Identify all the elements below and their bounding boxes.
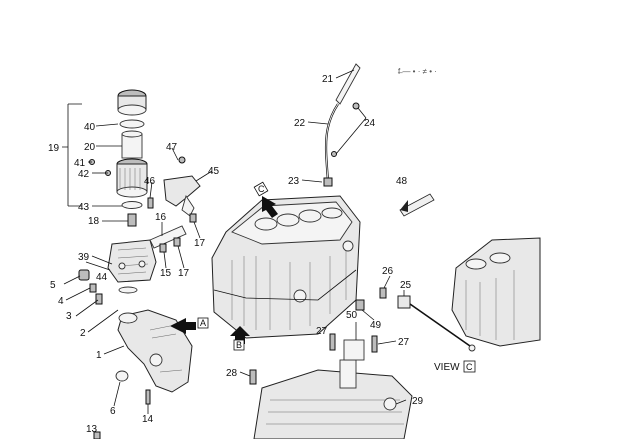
callout-39: 39	[78, 252, 90, 263]
callout-4: 4	[58, 296, 64, 307]
engine-block	[211, 195, 361, 339]
callout-13: 13	[86, 424, 98, 435]
callout-23: 23	[288, 176, 300, 187]
callout-18: 18	[88, 216, 100, 227]
callout-21: 21	[322, 74, 334, 85]
gasket-50	[343, 339, 365, 361]
arrow-48	[399, 193, 435, 217]
callout-17-lower: 17	[178, 268, 190, 279]
callout-29: 29	[412, 396, 424, 407]
engine-block-view-c	[451, 237, 541, 347]
view-arrow-a: A	[170, 317, 209, 334]
callout-27-left: 27	[316, 326, 328, 337]
callout-50: 50	[346, 310, 358, 321]
callout-16: 16	[155, 212, 167, 223]
callout-5: 5	[50, 280, 56, 291]
fitting-3	[95, 293, 103, 305]
seal-6	[115, 370, 129, 382]
callout-48: 48	[396, 176, 408, 187]
pcv-bracket	[147, 156, 201, 217]
bolt-13	[93, 431, 101, 439]
bolt-27-right	[371, 335, 378, 353]
svg-text:A: A	[200, 318, 206, 328]
oil-cooler-adapter	[107, 239, 157, 294]
callout-2: 2	[80, 328, 86, 339]
view-c-letter: C	[466, 362, 473, 372]
callout-28: 28	[226, 368, 238, 379]
bolt-14	[145, 389, 151, 405]
callout-45: 45	[208, 166, 220, 177]
callout-46: 46	[144, 176, 156, 187]
callout-1: 1	[96, 350, 102, 361]
leader-lines	[63, 69, 407, 414]
callout-25: 25	[400, 280, 412, 291]
callout-24: 24	[364, 118, 376, 129]
view-c-label: VIEW	[434, 362, 460, 373]
svg-text:C: C	[258, 184, 265, 194]
callout-19: 19	[48, 143, 60, 154]
callout-47: 47	[166, 142, 178, 153]
callout-22: 22	[294, 118, 306, 129]
dipstick-tube	[323, 63, 361, 187]
callout-15: 15	[160, 268, 172, 279]
bolt-27-left	[329, 333, 336, 351]
callout-44: 44	[96, 272, 108, 283]
callout-3: 3	[66, 311, 72, 322]
view-c-box	[463, 360, 476, 373]
bolt-28	[249, 369, 257, 385]
callout-numbers: 1 2 3 4 5 6 13 14 15 16 17 17 18 19 20 2…	[48, 74, 424, 435]
callout-14: 14	[142, 414, 154, 425]
callout-6: 6	[110, 406, 116, 417]
callout-42: 42	[78, 169, 90, 180]
plug-49	[355, 299, 365, 311]
fitting-5	[78, 269, 90, 281]
callout-27-right: 27	[398, 337, 410, 348]
header-fragment: f̶ — • · ≠ • ·	[397, 67, 437, 76]
view-arrow-c: C	[253, 181, 278, 218]
callout-17-upper: 17	[194, 238, 206, 249]
view-arrow-b: B	[230, 326, 250, 351]
callout-41: 41	[74, 158, 86, 169]
front-cover-pump	[117, 309, 193, 393]
oil-pan	[253, 359, 413, 439]
callout-20: 20	[84, 142, 96, 153]
callout-49: 49	[370, 320, 382, 331]
hose-16	[149, 213, 197, 253]
callout-43: 43	[78, 202, 90, 213]
callout-26: 26	[382, 266, 394, 277]
fitting-4	[89, 283, 97, 293]
oil-filter-assembly	[89, 89, 148, 227]
svg-text:B: B	[236, 340, 242, 350]
callout-40: 40	[84, 122, 96, 133]
